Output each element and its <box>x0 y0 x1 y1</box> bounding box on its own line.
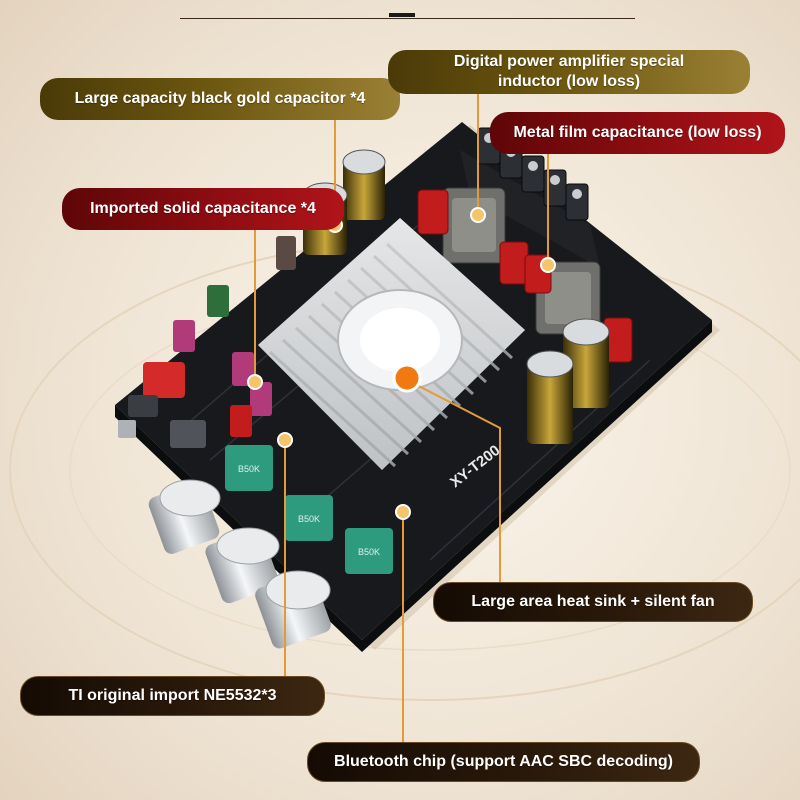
potentiometers: B50K B50K B50K <box>225 445 393 574</box>
svg-text:B50K: B50K <box>358 547 380 557</box>
label-ne5532: TI original import NE5532*3 <box>20 676 325 716</box>
top-divider <box>180 18 635 19</box>
label-bluetooth: Bluetooth chip (support AAC SBC decoding… <box>307 742 700 782</box>
volume-knob <box>148 479 221 554</box>
label-heat-sink: Large area heat sink + silent fan <box>433 582 753 622</box>
bass-knob <box>205 527 280 604</box>
top-divider-tab <box>389 13 415 17</box>
svg-text:B50K: B50K <box>238 464 260 474</box>
svg-text:B50K: B50K <box>298 514 320 524</box>
treble-knob <box>255 570 331 649</box>
power-jack <box>118 362 206 448</box>
inductor <box>442 187 601 335</box>
label-inductor: Digital power amplifier special inductor… <box>388 50 750 94</box>
label-gold-capacitor: Large capacity black gold capacitor *4 <box>40 78 400 120</box>
heat-sink <box>258 218 525 470</box>
label-solid-capacitance: Imported solid capacitance *4 <box>62 188 344 230</box>
label-metal-film: Metal film capacitance (low loss) <box>490 112 785 154</box>
